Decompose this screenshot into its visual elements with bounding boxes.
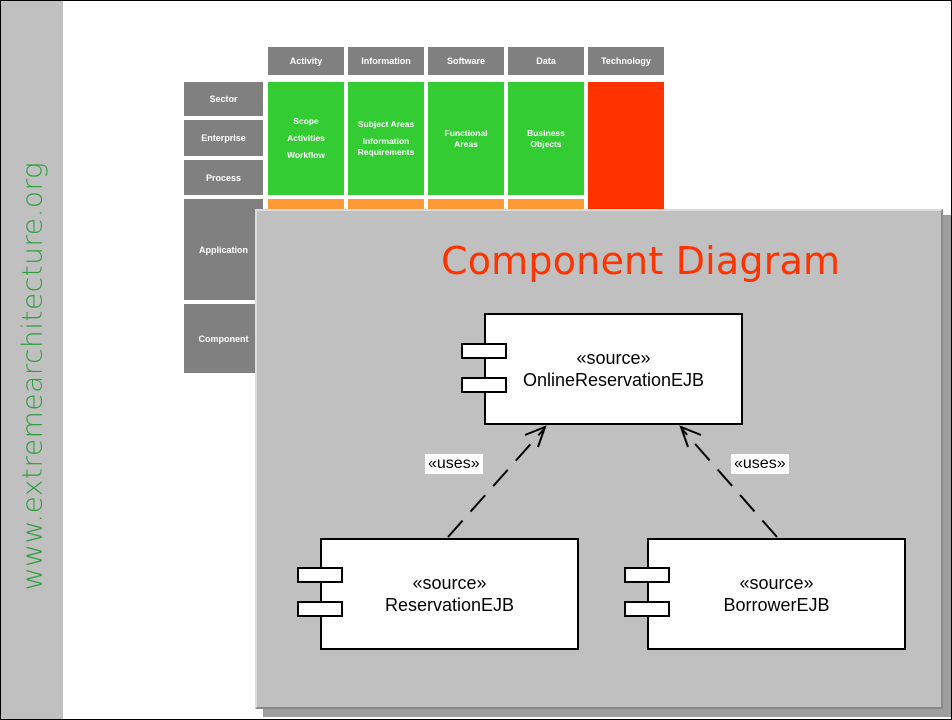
cell-activity-scope: Scope Activities Workflow xyxy=(268,82,344,195)
row-label-sector: Sector xyxy=(184,82,263,116)
row-label-application: Application xyxy=(184,199,263,300)
column-header-technology: Technology xyxy=(588,47,664,75)
component-stereotype: «source» xyxy=(576,348,651,368)
column-header-data: Data xyxy=(508,47,584,75)
dependency-line-borrower xyxy=(681,428,778,538)
row-label-process: Process xyxy=(184,160,263,195)
component-online-reservation-ejb: «source» OnlineReservationEJB xyxy=(484,313,743,425)
column-header-information: Information xyxy=(348,47,424,75)
diagram-title: Component Diagram xyxy=(441,239,841,283)
component-name: BorrowerEJB xyxy=(723,595,830,615)
component-stereotype: «source» xyxy=(739,573,814,593)
cell-technology xyxy=(588,82,664,222)
component-reservation-ejb: «source» ReservationEJB xyxy=(320,538,579,650)
sidebar: www.extremearchitecture.org xyxy=(1,1,63,719)
component-port-icon xyxy=(461,377,507,393)
component-name: ReservationEJB xyxy=(384,595,515,615)
component-port-icon xyxy=(624,567,670,583)
arrowhead-borrower xyxy=(679,425,702,448)
arrowhead-reservation xyxy=(524,425,547,448)
uses-label-right: «uses» xyxy=(731,454,789,474)
row-label-component: Component xyxy=(184,304,263,373)
component-port-icon xyxy=(297,601,343,617)
component-stereotype: «source» xyxy=(412,573,487,593)
cell-software-scope: Functional Areas xyxy=(428,82,504,195)
component-port-icon xyxy=(461,343,507,359)
component-port-icon xyxy=(297,567,343,583)
component-port-icon xyxy=(624,601,670,617)
cell-information-scope: Subject Areas Information Requirements xyxy=(348,82,424,195)
row-label-enterprise: Enterprise xyxy=(184,120,263,156)
cell-data-scope: Business Objects xyxy=(508,82,584,195)
dependency-line-reservation xyxy=(447,428,545,538)
column-header-software: Software xyxy=(428,47,504,75)
component-borrower-ejb: «source» BorrowerEJB xyxy=(647,538,906,650)
column-header-activity: Activity xyxy=(268,47,344,75)
component-name: OnlineReservationEJB xyxy=(522,370,705,390)
uses-label-left: «uses» xyxy=(425,454,483,474)
